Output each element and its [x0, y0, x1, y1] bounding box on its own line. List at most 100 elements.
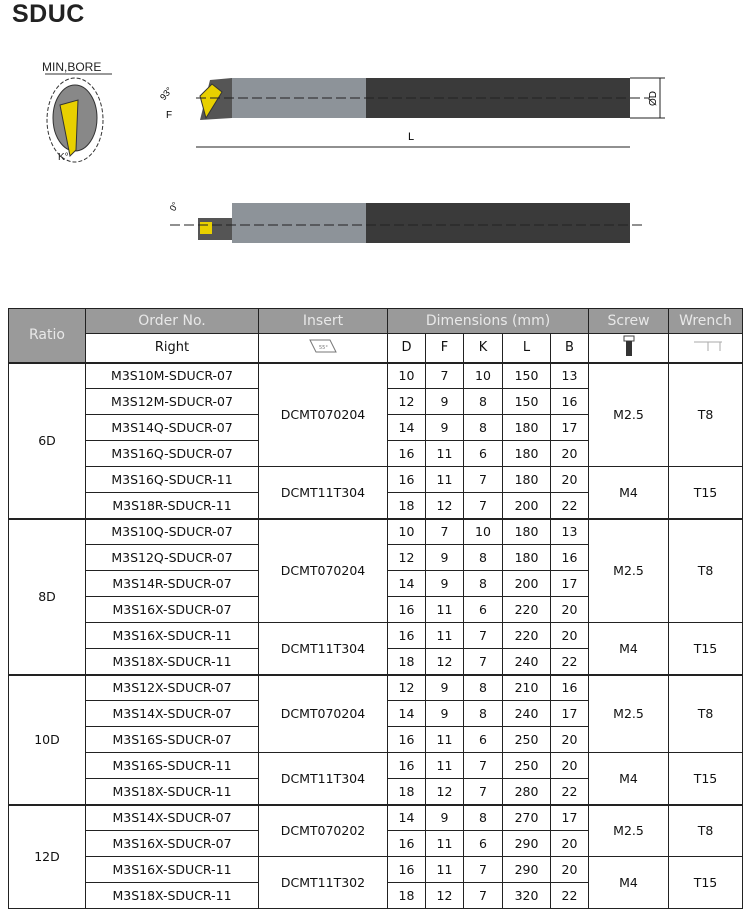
dim-d-cell: 16	[387, 596, 426, 623]
insert-cell: DCMT11T304	[258, 466, 388, 519]
dim-f-cell: 7	[425, 517, 464, 545]
dim-d-cell: 12	[387, 673, 426, 701]
side-view-diagram: L ØD 93° F	[158, 77, 665, 148]
dim-l-cell: 180	[502, 440, 551, 467]
order-no-cell: M3S10M-SDUCR-07	[85, 361, 259, 389]
dim-k-cell: 6	[463, 440, 503, 467]
dim-k-cell: 7	[463, 648, 503, 675]
insert-cell: DCMT070202	[258, 803, 388, 857]
dim-d-cell: 18	[387, 778, 426, 805]
dim-l-cell: 220	[502, 622, 551, 649]
dim-b-cell: 20	[550, 466, 589, 493]
dim-d-cell: 18	[387, 882, 426, 909]
wrench-cell: T15	[668, 466, 743, 519]
dim-b-cell: 16	[550, 544, 589, 571]
dim-f-cell: 11	[425, 726, 464, 753]
dim-k-cell: 8	[463, 803, 503, 831]
dim-l-cell: 180	[502, 414, 551, 441]
dim-f-cell: 9	[425, 544, 464, 571]
dim-k-cell: 6	[463, 726, 503, 753]
dim-b-cell: 22	[550, 648, 589, 675]
dim-k-cell: 6	[463, 596, 503, 623]
dim-d-cell: 10	[387, 361, 426, 389]
dim-d-cell: 18	[387, 648, 426, 675]
order-no-cell: M3S16Q-SDUCR-07	[85, 440, 259, 467]
dim-f-cell: 7	[425, 361, 464, 389]
dim-b-cell: 20	[550, 622, 589, 649]
dim-d-cell: 14	[387, 570, 426, 597]
ratio-cell: 10D	[8, 673, 86, 805]
dim-d-cell: 10	[387, 517, 426, 545]
min-bore-label: MIN,BORE	[42, 60, 101, 74]
order-no-cell: M3S18X-SDUCR-11	[85, 882, 259, 909]
dim-k-cell: 7	[463, 466, 503, 493]
screw-cell: M4	[588, 622, 669, 675]
dim-l-cell: 240	[502, 700, 551, 727]
insert-cell: DCMT070204	[258, 361, 388, 467]
dim-d-cell: 16	[387, 752, 426, 779]
angle-93-label: 93°	[158, 85, 175, 102]
dim-f-cell: 9	[425, 570, 464, 597]
k-angle-label: K°	[58, 152, 69, 163]
dim-l-cell: 200	[502, 570, 551, 597]
dim-l-cell: 180	[502, 466, 551, 493]
dim-f-cell: 12	[425, 778, 464, 805]
page-title: SDUC	[12, 0, 85, 28]
dim-f-cell: 11	[425, 440, 464, 467]
dim-l-cell: 150	[502, 361, 551, 389]
dim-d-cell: 16	[387, 622, 426, 649]
screw-icon	[588, 333, 669, 363]
dim-k-cell: 10	[463, 361, 503, 389]
dim-l-cell: 320	[502, 882, 551, 909]
order-no-cell: M3S10Q-SDUCR-07	[85, 517, 259, 545]
dim-d-cell: 16	[387, 830, 426, 857]
order-no-cell: M3S16X-SDUCR-11	[85, 622, 259, 649]
dim-d-cell: 12	[387, 388, 426, 415]
order-no-cell: M3S14R-SDUCR-07	[85, 570, 259, 597]
dim-f-cell: 11	[425, 830, 464, 857]
dim-b-cell: 22	[550, 778, 589, 805]
top-view-diagram: 0°	[168, 200, 645, 243]
dim-l-cell: 250	[502, 752, 551, 779]
subheader-f: F	[425, 333, 464, 363]
screw-cell: M4	[588, 752, 669, 805]
dim-f-cell: 9	[425, 414, 464, 441]
dim-f-cell: 9	[425, 803, 464, 831]
od-label: ØD	[648, 91, 659, 106]
dim-d-cell: 16	[387, 466, 426, 493]
dim-l-cell: 250	[502, 726, 551, 753]
order-no-cell: M3S16S-SDUCR-07	[85, 726, 259, 753]
dim-k-cell: 8	[463, 388, 503, 415]
dim-b-cell: 20	[550, 856, 589, 883]
header-wrench: Wrench	[668, 308, 743, 334]
dim-b-cell: 17	[550, 803, 589, 831]
dim-b-cell: 20	[550, 830, 589, 857]
dim-k-cell: 6	[463, 830, 503, 857]
dim-k-cell: 7	[463, 492, 503, 519]
dim-b-cell: 17	[550, 700, 589, 727]
order-no-cell: M3S16X-SDUCR-07	[85, 830, 259, 857]
dim-b-cell: 20	[550, 440, 589, 467]
screw-cell: M2.5	[588, 803, 669, 857]
header-insert: Insert	[258, 308, 388, 334]
subheader-k: K	[463, 333, 503, 363]
f-label: F	[166, 110, 172, 121]
dim-l-cell: 220	[502, 596, 551, 623]
dim-l-cell: 180	[502, 517, 551, 545]
dim-b-cell: 20	[550, 596, 589, 623]
dim-d-cell: 14	[387, 803, 426, 831]
ratio-cell: 8D	[8, 517, 86, 675]
order-no-cell: M3S12X-SDUCR-07	[85, 673, 259, 701]
subheader-b: B	[550, 333, 589, 363]
dim-f-cell: 12	[425, 648, 464, 675]
dim-k-cell: 7	[463, 778, 503, 805]
